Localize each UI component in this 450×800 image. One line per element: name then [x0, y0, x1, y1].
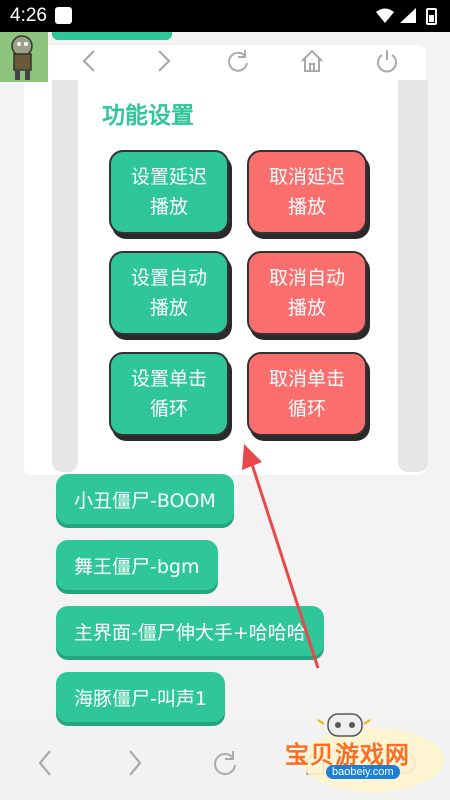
- top-browser-nav: [52, 40, 424, 82]
- button-label-line1: 设置自动: [130, 267, 207, 289]
- button-label-line2: 播放: [287, 196, 326, 218]
- refresh-icon[interactable]: [205, 743, 245, 783]
- cancel-delay-play-button[interactable]: 取消延迟播放: [247, 150, 367, 234]
- refresh-icon[interactable]: [218, 41, 258, 81]
- watermark-url: baobeiy.com: [326, 765, 400, 779]
- button-label-line1: 取消延迟: [268, 166, 345, 188]
- sound-item-main-menu[interactable]: 主界面-僵尸伸大手+哈哈哈: [56, 606, 324, 656]
- notification-icon: [55, 7, 72, 24]
- button-label-line2: 播放: [287, 297, 326, 319]
- button-label-line1: 取消单击: [268, 368, 345, 390]
- home-icon[interactable]: [292, 41, 332, 81]
- wifi-icon: [376, 8, 394, 23]
- status-icons: [372, 6, 442, 30]
- zombie-avatar[interactable]: [0, 32, 48, 82]
- header-accent: [52, 32, 172, 40]
- sound-item-dancer-zombie[interactable]: 舞王僵尸-bgm: [56, 540, 218, 590]
- sound-item-clown-zombie[interactable]: 小丑僵尸-BOOM: [56, 474, 234, 524]
- button-label-line2: 循环: [149, 398, 188, 420]
- signal-icon: [400, 8, 416, 23]
- status-bar: 4:26: [0, 0, 450, 32]
- back-icon[interactable]: [25, 743, 65, 783]
- power-icon[interactable]: [367, 41, 407, 81]
- button-label-line2: 循环: [287, 398, 326, 420]
- button-label-line1: 设置单击: [130, 368, 207, 390]
- forward-icon[interactable]: [144, 41, 184, 81]
- set-click-loop-button[interactable]: 设置单击循环: [109, 352, 229, 436]
- back-icon[interactable]: [69, 41, 109, 81]
- battery-icon: [426, 8, 437, 25]
- cancel-click-loop-button[interactable]: 取消单击循环: [247, 352, 367, 436]
- button-label-line2: 播放: [149, 196, 188, 218]
- button-label-line1: 取消自动: [268, 267, 345, 289]
- cancel-auto-play-button[interactable]: 取消自动播放: [247, 251, 367, 335]
- forward-icon[interactable]: [115, 743, 155, 783]
- panel-right-edge: [398, 80, 428, 472]
- watermark-text: 宝贝游戏网: [285, 741, 410, 769]
- panel-left-edge: [52, 80, 78, 472]
- set-auto-play-button[interactable]: 设置自动播放: [109, 251, 229, 335]
- status-time: 4:26: [10, 5, 47, 26]
- set-delay-play-button[interactable]: 设置延迟播放: [109, 150, 229, 234]
- annotation-arrow: [242, 444, 320, 669]
- section-title: 功能设置: [102, 103, 194, 129]
- button-label-line2: 播放: [149, 297, 188, 319]
- sound-item-dolphin-zombie[interactable]: 海豚僵尸-叫声1: [56, 672, 225, 722]
- button-label-line1: 设置延迟: [130, 166, 207, 188]
